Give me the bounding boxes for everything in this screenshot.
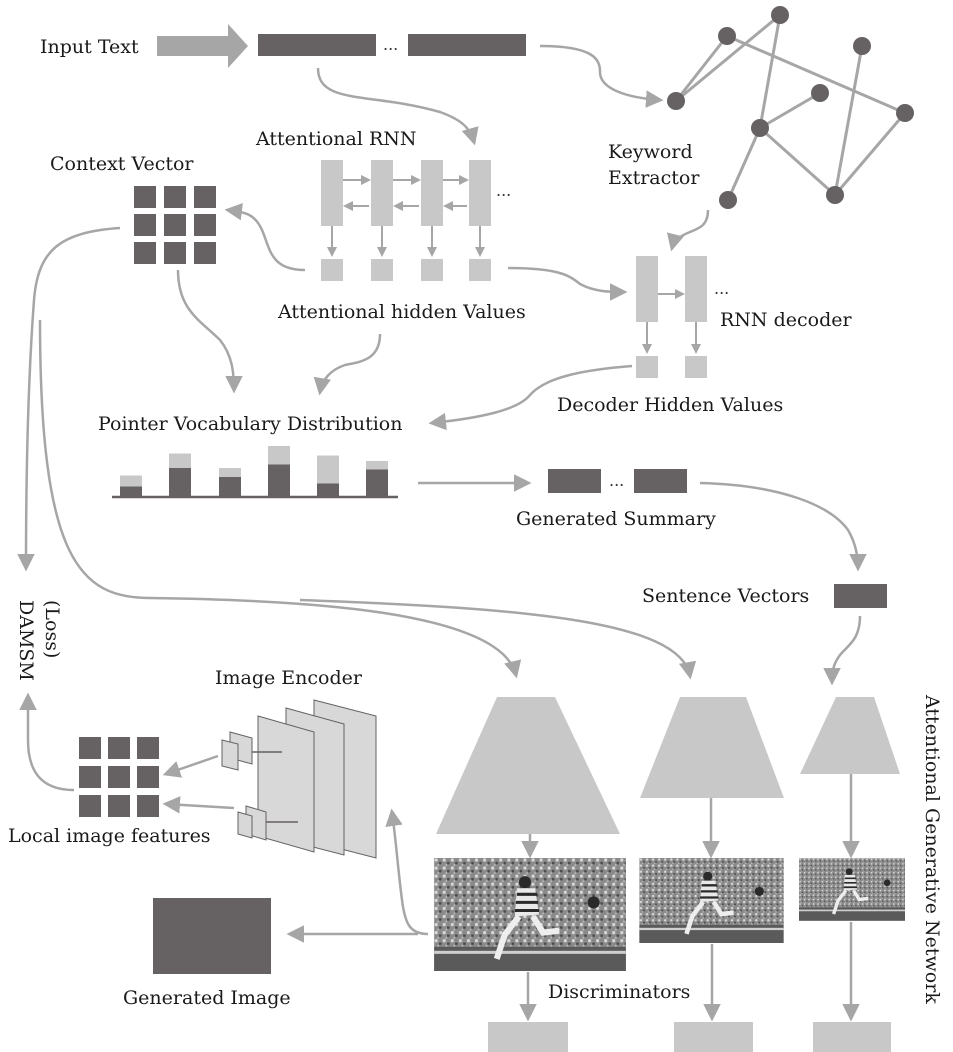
vocab-bar-light: [366, 461, 388, 470]
damsm-loss-label: (Loss): [41, 600, 63, 658]
generator-stage-1: [436, 697, 620, 834]
arrow-encoder-to-features-2: [162, 796, 235, 814]
arrow-decoder-to-pointer: [428, 364, 633, 431]
arrow-hidden-to-pointer: [313, 333, 382, 396]
attentional-hidden-cell: [421, 259, 443, 281]
rnn-cell: [469, 160, 491, 226]
graph-node: [826, 186, 844, 204]
input-token-block-2: [408, 34, 526, 56]
ellipsis-input: ...: [383, 35, 398, 54]
input-text-label: Input Text: [40, 36, 139, 58]
sentence-vector-block: [834, 584, 887, 608]
arrow-hidden-to-context: [224, 202, 306, 272]
vocab-bar-dark: [120, 486, 142, 496]
generated-image-block: [153, 898, 271, 974]
vocab-bar-dark: [169, 468, 191, 496]
rnn-decoder-label: RNN decoder: [720, 309, 852, 331]
ellipsis-decoder: ...: [714, 279, 729, 298]
generator-stage-3: [800, 697, 900, 774]
discriminator-block-1: [488, 1022, 568, 1052]
decoder-hidden-values-label: Decoder Hidden Values: [557, 394, 783, 416]
soccer-player-kick-photo-icon: [434, 858, 626, 971]
damsm-label: DAMSM: [15, 600, 37, 681]
attentional-rnn-cells: [321, 160, 491, 281]
context-vector-label: Context Vector: [50, 153, 194, 175]
rnn-cell: [421, 160, 443, 226]
attentional-generative-network-label: Attentional Generative Network: [921, 694, 943, 1004]
graph-node: [811, 84, 829, 102]
graph-node: [751, 119, 769, 137]
decoder-cell: [685, 256, 707, 322]
keyword-extractor-label-2: Extractor: [608, 167, 700, 189]
vocab-bar-dark: [219, 477, 241, 496]
discriminator-block-2: [674, 1022, 753, 1052]
decoder-cell: [636, 256, 658, 322]
vocab-bar-light: [120, 475, 142, 487]
discriminator-block-3: [813, 1022, 891, 1052]
graph-node: [771, 6, 789, 24]
keyword-extractor-label-1: Keyword: [608, 141, 693, 163]
summary-token-block-1: [548, 469, 601, 493]
sentence-vectors-label: Sentence Vectors: [642, 585, 809, 607]
vocab-distribution-bars: [120, 446, 388, 496]
arrow-context-to-pointer: [176, 269, 243, 394]
arrow-summary-to-sentence: [699, 481, 867, 572]
vocab-bar-light: [268, 446, 290, 465]
attentional-hidden-cell: [321, 259, 343, 281]
attentional-hidden-cell: [371, 259, 393, 281]
arrow-sentence-to-generator: [823, 615, 862, 686]
arrow-input-to-rnn: [316, 67, 479, 146]
graph-node: [667, 92, 685, 110]
arrow-context-to-stage1: [38, 319, 522, 679]
arrow-context-to-damsm: [17, 226, 121, 572]
attentional-hidden-values-label: Attentional hidden Values: [277, 301, 526, 323]
rnn-decoder-cells: [636, 256, 707, 378]
vocab-bar-dark: [317, 483, 339, 496]
attentional-rnn-label: Attentional RNN: [255, 128, 417, 150]
arrow-keyword-to-decoder: [666, 209, 710, 252]
arrow-image-to-encoder: [385, 808, 429, 936]
vocab-bar-dark: [366, 469, 388, 496]
graph-node: [719, 191, 737, 209]
pointer-vocab-distribution-label: Pointer Vocabulary Distribution: [98, 413, 402, 435]
generated-summary-label: Generated Summary: [516, 508, 716, 530]
block-arrow-right-icon: [157, 24, 248, 68]
soccer-player-kick-photo-icon: [799, 858, 905, 921]
arrow-encoder-to-features-1: [162, 754, 219, 778]
graph-node: [853, 37, 871, 55]
vocab-bar-dark: [268, 464, 290, 496]
ellipsis-summary: ...: [609, 471, 624, 490]
summary-token-block-2: [634, 469, 687, 493]
local-image-features-grid: [79, 737, 159, 817]
decoder-hidden-cell: [685, 356, 707, 378]
image-encoder-layers: [221, 699, 377, 859]
arrow-features-to-damsm: [19, 692, 75, 792]
vocab-bar-light: [169, 453, 191, 468]
soccer-player-kick-photo-icon: [639, 858, 783, 943]
graph-node: [896, 104, 914, 122]
discriminators-label: Discriminators: [548, 981, 690, 1003]
local-image-features-label: Local image features: [8, 825, 211, 847]
vocab-bar-light: [317, 455, 339, 484]
keyword-graph: [667, 6, 914, 209]
decoder-hidden-cell: [636, 356, 658, 378]
arrow-context-to-stage2: [299, 598, 697, 680]
arrow-input-to-keyword: [539, 44, 664, 108]
arrow-hidden-to-decoder: [507, 266, 628, 301]
generator-stage-2: [640, 697, 784, 798]
ellipsis-rnn: ...: [496, 181, 511, 200]
graph-node: [718, 27, 736, 45]
input-token-block-1: [258, 34, 376, 56]
context-vector-grid: [134, 186, 216, 264]
image-encoder-label: Image Encoder: [215, 667, 363, 689]
rnn-cell: [371, 160, 393, 226]
rnn-cell: [321, 160, 343, 226]
attentional-hidden-cell: [469, 259, 491, 281]
generated-image-label: Generated Image: [123, 987, 291, 1009]
vocab-bar-light: [219, 468, 241, 477]
